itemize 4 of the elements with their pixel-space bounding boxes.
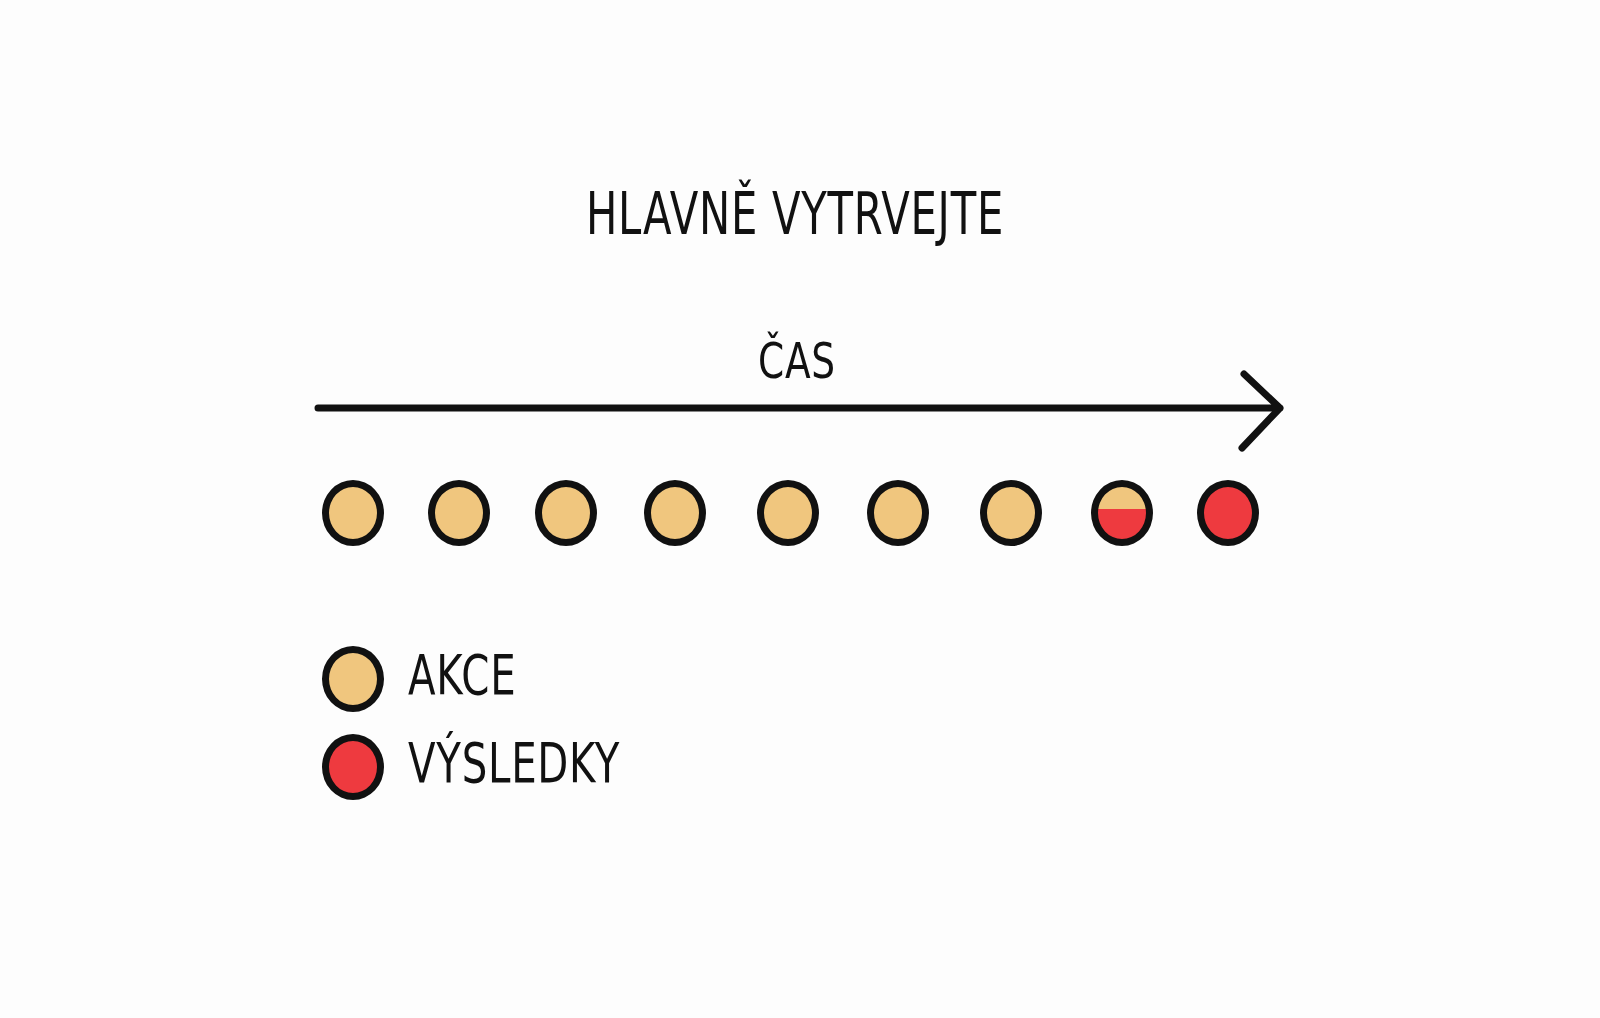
legend-label: VÝSLEDKY — [408, 730, 621, 795]
title: HLAVNĚ VYTRVEJTE — [585, 180, 1005, 248]
axis-label: ČAS — [758, 332, 836, 390]
legend-label: AKCE — [408, 642, 517, 707]
